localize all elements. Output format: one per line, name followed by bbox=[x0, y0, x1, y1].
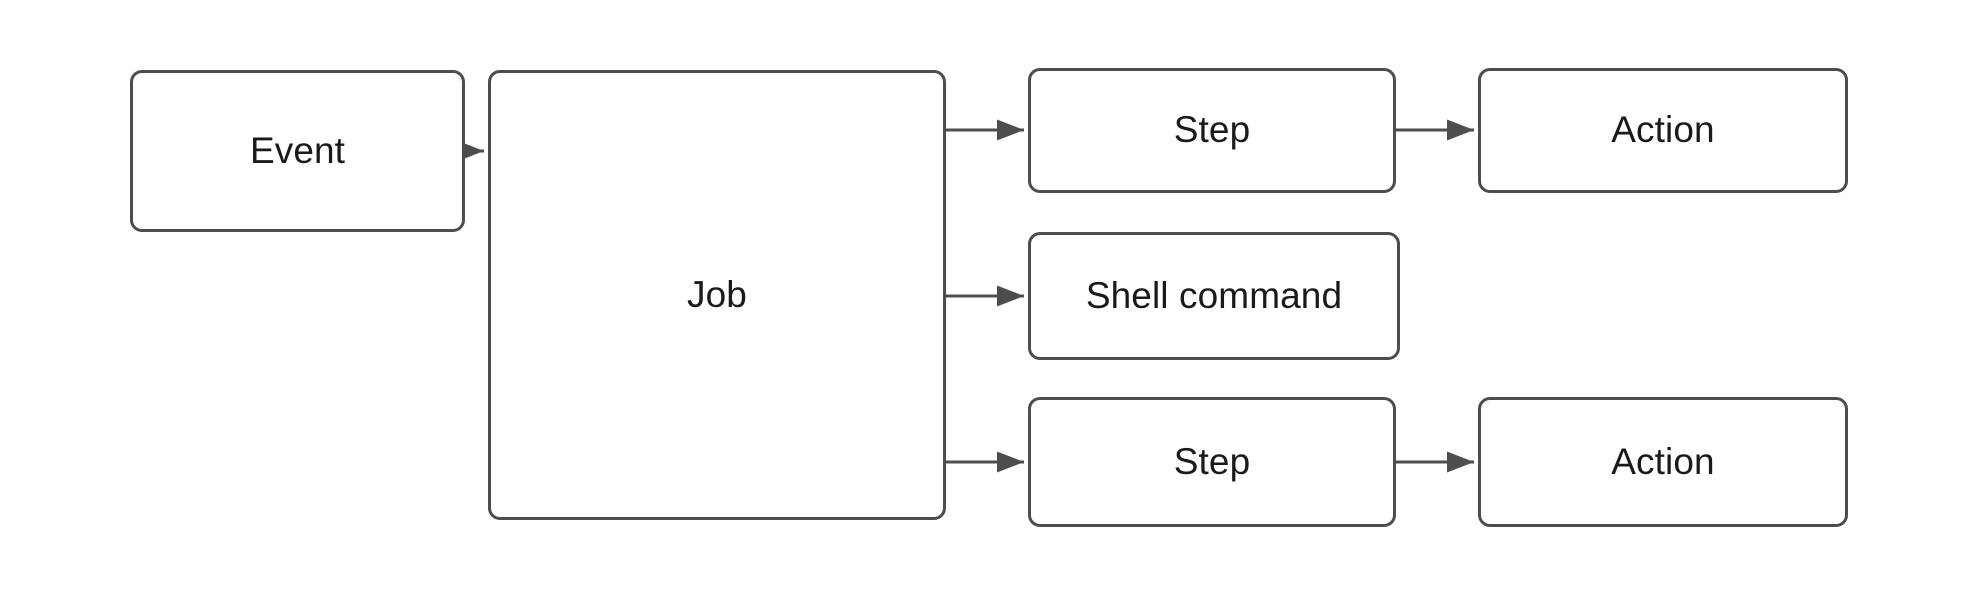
node-job[interactable]: Job bbox=[488, 70, 946, 520]
node-action-bottom-label: Action bbox=[1611, 440, 1715, 482]
node-step-top-label: Step bbox=[1173, 109, 1251, 151]
node-shell-command[interactable]: Shell command bbox=[1028, 232, 1400, 360]
node-action-top-label: Action bbox=[1611, 109, 1715, 151]
node-shell-command-label: Shell command bbox=[1085, 274, 1343, 316]
node-step-bottom-label: Step bbox=[1173, 440, 1251, 482]
node-event-label: Event bbox=[249, 129, 346, 171]
node-event[interactable]: Event bbox=[130, 70, 465, 232]
node-action-bottom[interactable]: Action bbox=[1478, 397, 1848, 527]
node-action-top[interactable]: Action bbox=[1478, 68, 1848, 193]
node-step-top[interactable]: Step bbox=[1028, 68, 1396, 193]
node-job-label: Job bbox=[687, 273, 747, 315]
node-step-bottom[interactable]: Step bbox=[1028, 397, 1396, 527]
